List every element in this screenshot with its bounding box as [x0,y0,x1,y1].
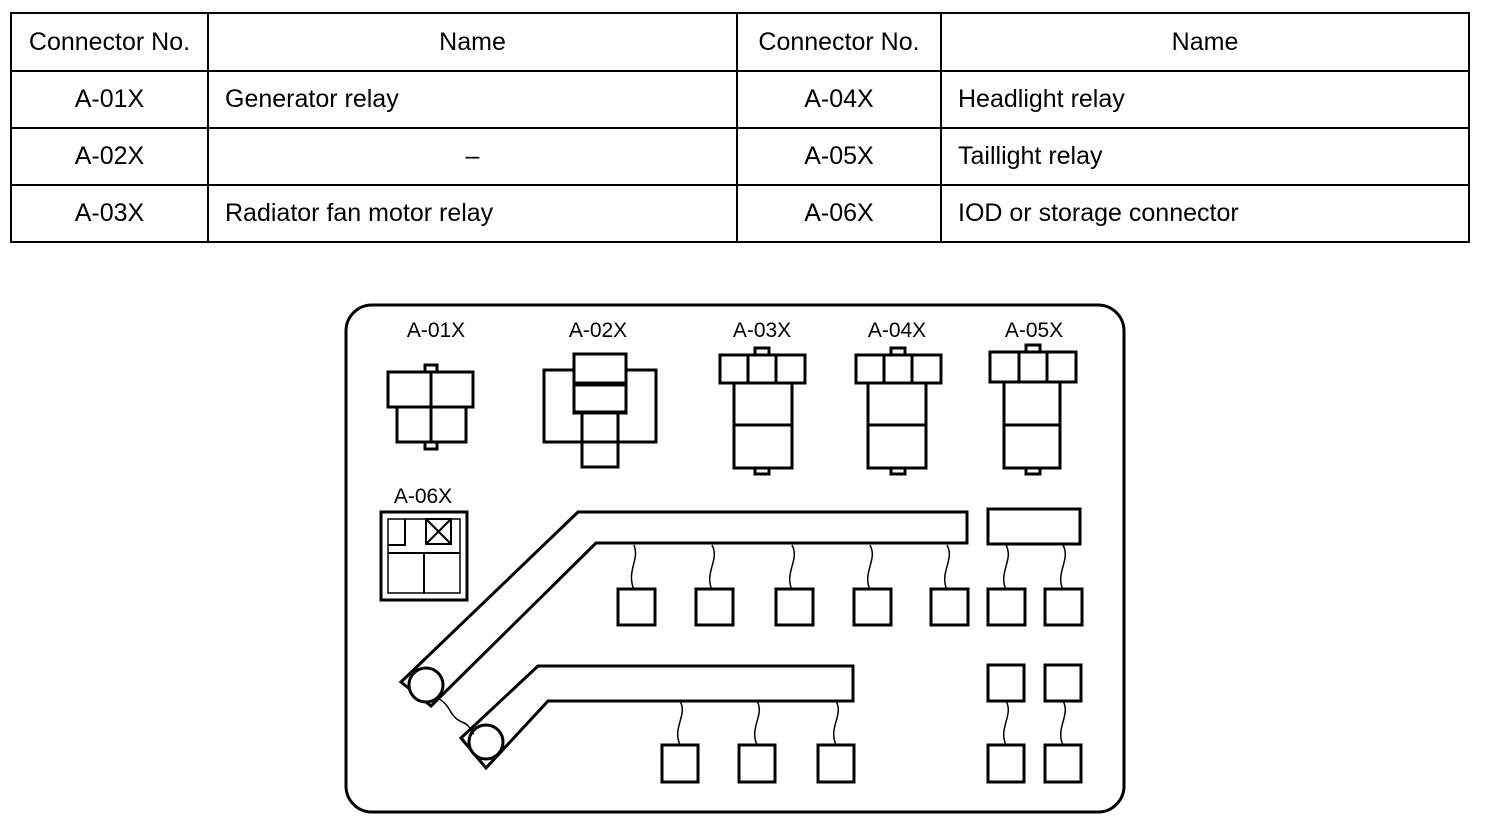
harness-upper-grommet [407,666,445,704]
label-a02x: A-02X [569,319,627,342]
label-a03x: A-03X [733,319,791,342]
connector-a06x [379,510,469,602]
cell-name: Headlight relay [940,70,1470,129]
cell-connector-no: A-02X [10,127,209,186]
header-connector-no-right: Connector No. [736,12,942,72]
cell-name: IOD or storage connector [940,184,1470,243]
grommet-link-wire [436,697,475,735]
cell-connector-no: A-01X [10,70,209,129]
harness-upper [398,510,969,709]
harness-right-bar [986,507,1082,546]
relay-a05x [988,343,1078,476]
cell-name: Taillight relay [940,127,1470,186]
relay-a01x [386,363,475,451]
table-row: A-01X Generator relay A-04X Headlight re… [10,70,1470,129]
relay-a02x [542,352,658,469]
label-a04x: A-04X [868,319,926,342]
label-a01x: A-01X [407,319,465,342]
cell-connector-no: A-06X [736,184,942,243]
relay-a03x [718,346,807,476]
header-name-left: Name [207,12,738,72]
header-name-right: Name [940,12,1470,72]
label-a06x: A-06X [394,485,452,508]
harness-lower [458,664,855,771]
table-row: A-02X – A-05X Taillight relay [10,127,1470,186]
harness-lower-grommet [467,723,505,761]
table-row: A-03X Radiator fan motor relay A-06X IOD… [10,184,1470,243]
cell-name: – [207,127,738,186]
connector-table: Connector No. Name Connector No. Name A-… [10,12,1470,243]
lower-connectors [660,700,856,784]
relay-box-outline [344,303,1126,814]
cell-connector-no: A-04X [736,70,942,129]
table-header-row: Connector No. Name Connector No. Name [10,12,1470,72]
header-connector-no-left: Connector No. [10,12,209,72]
cell-connector-no: A-05X [736,127,942,186]
cell-name: Generator relay [207,70,738,129]
cell-name: Radiator fan motor relay [207,184,738,243]
upper-connectors [616,544,1084,627]
relay-a04x [854,346,943,476]
right-paired-connectors [986,663,1083,784]
label-a05x: A-05X [1005,319,1063,342]
cell-connector-no: A-03X [10,184,209,243]
